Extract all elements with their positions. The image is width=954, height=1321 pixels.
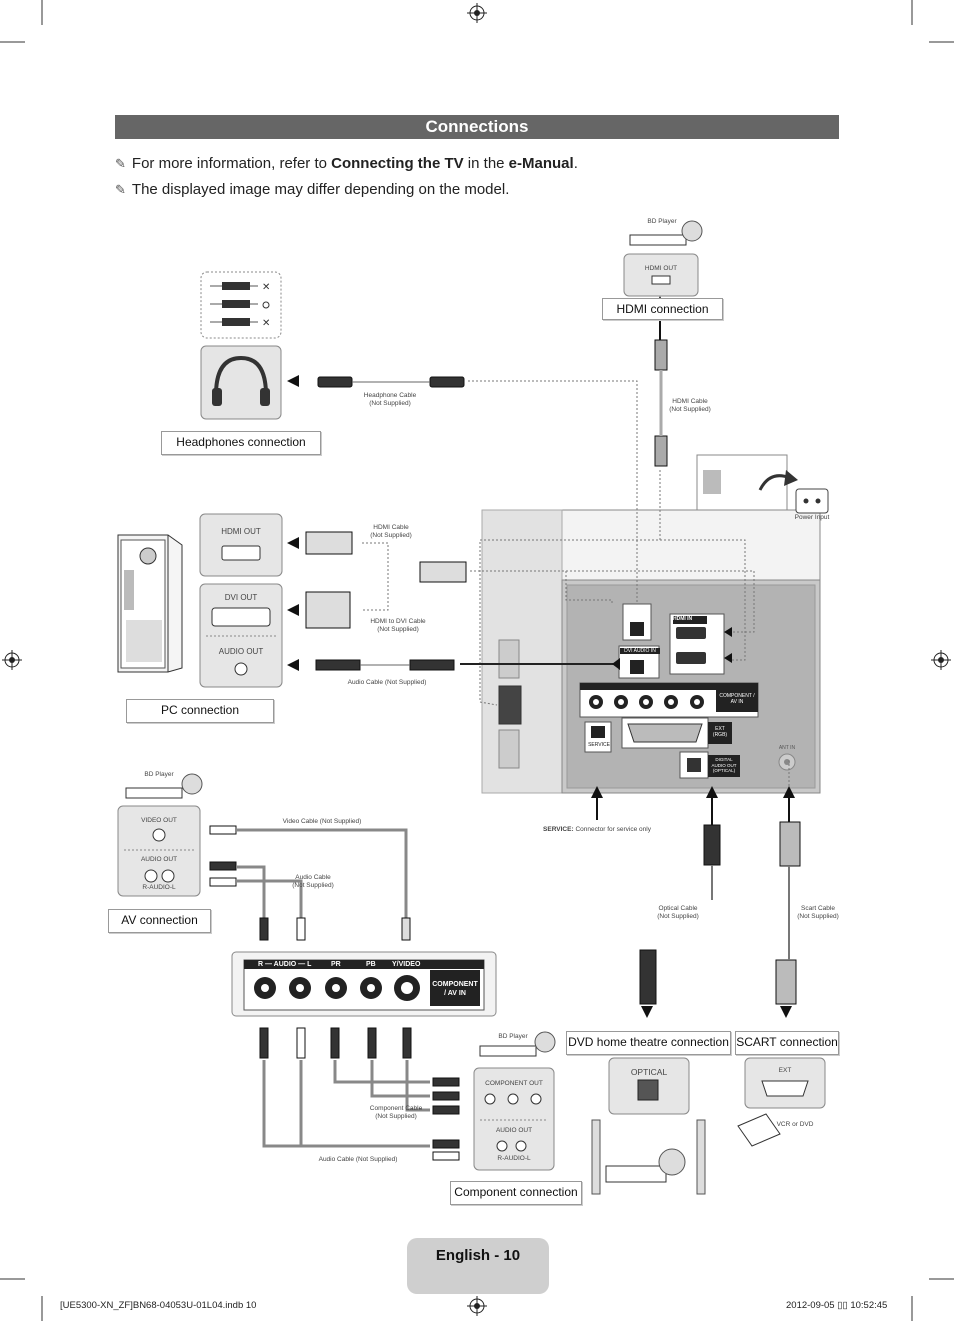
tv-back-thumbnail <box>696 454 829 514</box>
bd-player-icon <box>125 220 703 1057</box>
comp-panel-pr-label: PR <box>331 961 341 968</box>
audio-cable-comp-label: Audio Cable (Not Supplied) <box>318 1156 398 1163</box>
comp-out-label: COMPONENT OUT <box>485 1080 543 1087</box>
av-video-out-label: VIDEO OUT <box>141 817 177 824</box>
av-r-audio-l-label: R-AUDIO-L <box>142 884 176 891</box>
bd-player-label-hdmi: BD Player <box>647 218 677 225</box>
component-connection-label: Component connection <box>450 1181 582 1205</box>
page-number-tab: English - 10 <box>407 1238 549 1294</box>
tv-digital-label: DIGITAL AUDIO OUT (OPTICAL) <box>711 757 737 773</box>
tv-dvi-audio-label: DVI AUDIO IN <box>620 648 660 654</box>
optical-label: OPTICAL <box>630 1067 668 1077</box>
hdmi-dvi-cable-label: HDMI to DVI Cable (Not Supplied) <box>370 618 426 633</box>
av-audio-out-label: AUDIO OUT <box>140 856 178 863</box>
home-theatre-icon <box>591 1119 706 1195</box>
bd-player-label-av: BD Player <box>144 771 174 778</box>
svg-text:✕: ✕ <box>262 282 270 293</box>
pc-tower-icon <box>117 534 183 673</box>
pc-hdmi-out-label: HDMI OUT <box>221 527 261 536</box>
note-more-info: ✎For more information, refer to Connecti… <box>115 155 578 172</box>
tv-rear-panel <box>481 509 821 794</box>
svg-text:✕: ✕ <box>262 318 270 329</box>
headphones-icon <box>200 345 282 420</box>
bd-player-label-comp: BD Player <box>498 1033 528 1040</box>
tv-hdmi-2-label: 2 <box>710 630 713 636</box>
scart-connection-label: SCART connection <box>735 1031 839 1055</box>
av-connection-label: AV connection <box>108 909 211 933</box>
dvd-home-theatre-connection-label: DVD home theatre connection <box>566 1031 731 1055</box>
component-panel <box>231 951 497 1017</box>
audio-cable-av-label: Audio Cable (Not Supplied) <box>292 874 334 889</box>
optical-cable-label: Optical Cable (Not Supplied) <box>657 905 699 920</box>
comp-panel-audio-label: R — AUDIO — L <box>258 961 312 968</box>
tv-hdmi-1-label: 1 (DVI) <box>708 654 720 666</box>
hdmi-connection-label: HDMI connection <box>602 298 723 320</box>
pc-dvi-out-label: DVI OUT <box>224 593 258 602</box>
print-date-info: 2012-09-05 ▯▯ 10:52:45 <box>786 1300 888 1311</box>
hdmi-cable-top-label: HDMI Cable (Not Supplied) <box>669 398 711 413</box>
pc-connection-label: PC connection <box>126 699 274 723</box>
component-cable-label: Component Cable (Not Supplied) <box>369 1105 423 1120</box>
comp-r-audio-l-label: R-AUDIO-L <box>497 1155 531 1162</box>
hdmi-cable-pc-label: HDMI Cable (Not Supplied) <box>370 524 412 539</box>
note-image-differ: ✎The displayed image may differ dependin… <box>115 181 510 198</box>
cable-plugs <box>209 339 801 1161</box>
tv-hdmi-in-label: HDMI IN <box>673 616 693 622</box>
vcr-icon <box>737 1113 781 1147</box>
pencil-icon: ✎ <box>115 182 126 197</box>
page-title: Connections <box>115 115 839 139</box>
power-input-label: Power Input <box>794 514 830 521</box>
print-file-info: [UE5300-XN_ZF]BN68-04053U-01L04.indb 10 <box>60 1300 257 1311</box>
comp-audio-out-label: AUDIO OUT <box>495 1127 533 1134</box>
comp-panel-y-label: Y/VIDEO <box>392 961 421 968</box>
pencil-icon: ✎ <box>115 156 126 171</box>
pc-audio-out-label: AUDIO OUT <box>218 647 264 656</box>
scart-cable-label: Scart Cable (Not Supplied) <box>797 905 839 920</box>
headphones-connection-label: Headphones connection <box>161 431 321 455</box>
plug-types: ✕ ✕ <box>200 271 282 339</box>
tv-ant-label: ANT IN <box>778 745 796 751</box>
tv-service-label: SERVICE <box>588 742 610 748</box>
tv-comp-tag: COMPONENT / AV IN <box>719 693 755 705</box>
audio-cable-pc-label: Audio Cable (Not Supplied) <box>347 679 427 686</box>
service-note: SERVICE: Connector for service only <box>543 826 651 833</box>
comp-panel-tag: COMPONENT / AV IN <box>432 981 478 997</box>
comp-panel-pb-label: PB <box>366 961 376 968</box>
headphone-cable-label: Headphone Cable (Not Supplied) <box>363 392 417 407</box>
tv-ext-label: EXT (RGB) <box>712 726 728 738</box>
video-cable-label: Video Cable (Not Supplied) <box>282 818 362 825</box>
hdmi-out-label: HDMI OUT <box>644 265 678 272</box>
ext-label: EXT <box>778 1067 792 1074</box>
vcr-label: VCR or DVD <box>776 1121 814 1128</box>
